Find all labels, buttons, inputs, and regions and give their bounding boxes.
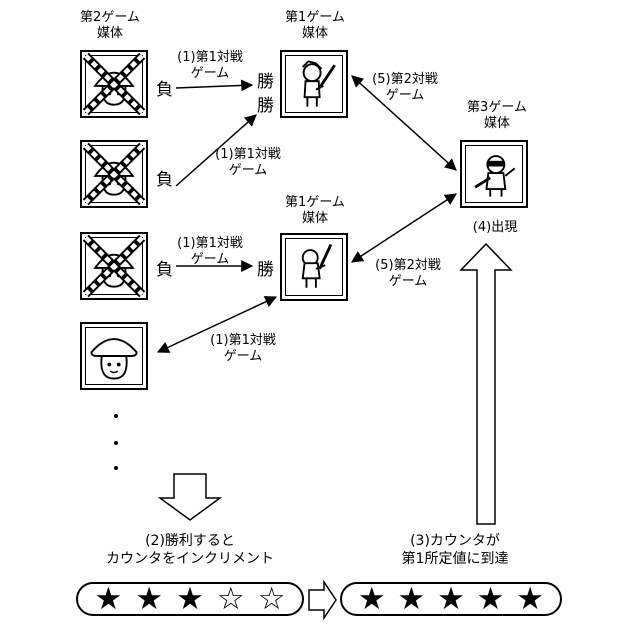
counter-after: ★ ★ ★ ★ ★ [340, 582, 562, 616]
step3-label: (3)カウンタが 第1所定値に到達 [380, 532, 530, 568]
step3-label-line1: (3)カウンタが [380, 532, 530, 550]
counter-before-star-1: ★ [95, 584, 123, 614]
increment-down-arrow [160, 474, 220, 520]
counter-before-star-2: ★ [135, 584, 163, 614]
appearance-up-arrow [461, 244, 511, 524]
battle-arrow-2 [176, 115, 256, 186]
counter-before: ★ ★ ★ ☆ ☆ [76, 582, 304, 616]
step2-label-line2: カウンタをインクリメント [95, 550, 285, 568]
step3-label-line2: 第1所定値に到達 [380, 550, 530, 568]
step2-label: (2)勝利すると カウンタをインクリメント [95, 532, 285, 568]
battle-arrow-1 [176, 85, 252, 88]
counter-after-star-1: ★ [358, 584, 386, 614]
counter-before-star-5: ☆ [258, 584, 286, 614]
counter-after-star-4: ★ [477, 584, 505, 614]
second-battle-arrow-top [352, 76, 456, 170]
second-battle-arrow-mid [352, 194, 456, 262]
counter-before-star-4: ☆ [217, 584, 245, 614]
counter-after-star-3: ★ [437, 584, 465, 614]
counter-after-star-2: ★ [397, 584, 425, 614]
battle-arrow-4 [158, 297, 276, 352]
step2-label-line1: (2)勝利すると [95, 532, 285, 550]
counter-before-star-3: ★ [176, 584, 204, 614]
counter-after-star-5: ★ [516, 584, 544, 614]
counter-transition-arrow [309, 582, 336, 618]
